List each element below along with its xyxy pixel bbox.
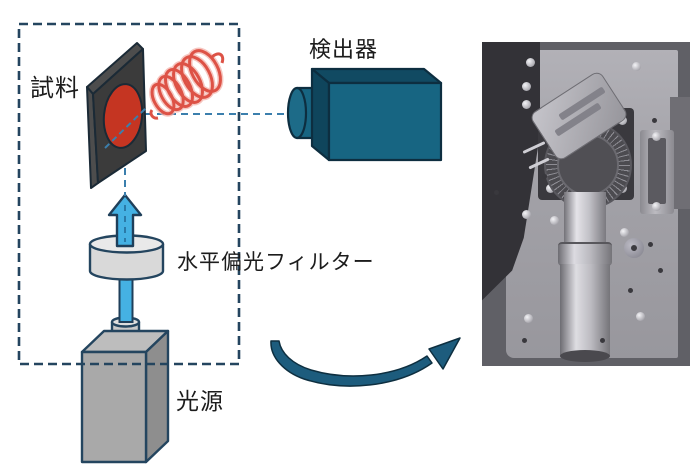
detector-camera [286, 67, 443, 162]
photo-hole [648, 242, 653, 247]
photo-screw [632, 62, 641, 71]
detector-lens-face [286, 86, 308, 140]
photo-hole [658, 268, 663, 273]
photo-tube-collar [558, 242, 612, 266]
spiral-light-icon [149, 47, 225, 120]
photo-knob-center [631, 245, 637, 251]
photo-hole [542, 174, 547, 179]
label-light-source: 光源 [176, 389, 224, 415]
photo-hole [494, 190, 499, 195]
photo-screw [550, 216, 559, 225]
photo-hole [600, 338, 605, 343]
photo-lens-tube [564, 192, 606, 246]
label-sample: 試料 [30, 74, 80, 102]
label-detector: 検出器 [309, 38, 379, 63]
beam-path-dashed-line [124, 113, 293, 196]
sample-plate [86, 42, 147, 189]
photo-screw [522, 210, 531, 219]
beam-segment-source-to-filter [118, 276, 134, 323]
photo-screw [526, 58, 535, 67]
photo-screw [636, 312, 645, 321]
photo-hole [652, 118, 657, 123]
photo-screw [620, 228, 629, 237]
photo-side-bracket [670, 97, 690, 209]
label-polarizing-filter: 水平偏光フィルター [177, 250, 375, 274]
photo-side-bracket-slot [648, 138, 666, 204]
photo-screw [522, 100, 531, 109]
photo-screw [652, 202, 661, 211]
photo-hole [628, 288, 633, 293]
photo-tube-shadow [560, 350, 610, 362]
photo-screw [652, 132, 661, 141]
photo-screw [522, 82, 531, 91]
light-source-box [80, 316, 170, 464]
curved-arrow-icon [270, 337, 461, 387]
photo-screw [524, 314, 533, 323]
photo-hole [522, 338, 527, 343]
sample-red-spot [102, 83, 144, 149]
equipment-photo [482, 42, 690, 366]
